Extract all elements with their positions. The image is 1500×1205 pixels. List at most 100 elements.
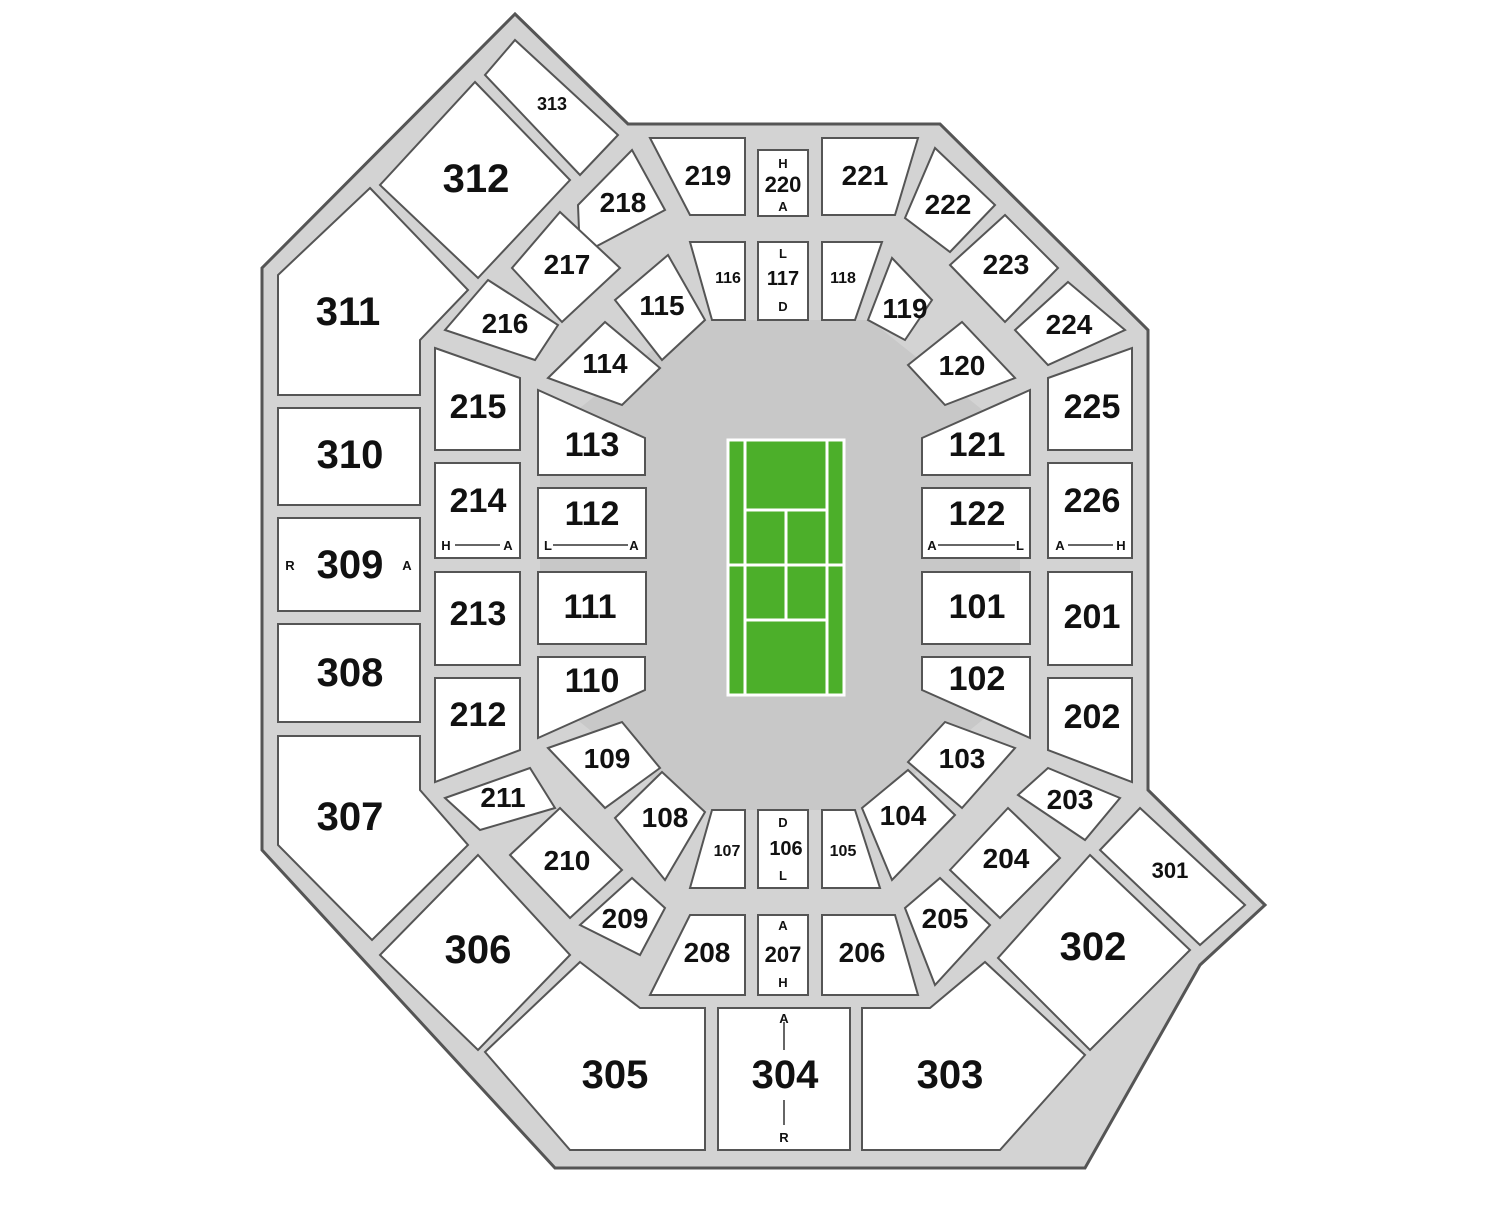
section-307[interactable] [277, 735, 470, 942]
section-225[interactable] [1047, 346, 1133, 451]
section-202[interactable] [1047, 677, 1133, 784]
label-309: 309 [317, 543, 384, 587]
marker-220-bottom: A [778, 199, 788, 214]
section-109[interactable] [546, 720, 662, 810]
section-212[interactable] [434, 677, 521, 784]
section-220[interactable] [757, 149, 809, 217]
section-116[interactable] [688, 241, 746, 321]
section-118[interactable] [821, 241, 884, 321]
marker-106-bottom: L [779, 868, 787, 883]
section-206[interactable] [821, 914, 920, 996]
label-122: 122 [949, 495, 1006, 533]
section-224[interactable] [1013, 280, 1127, 367]
section-214[interactable] [434, 462, 521, 559]
section-204[interactable] [948, 806, 1062, 920]
section-312[interactable] [378, 80, 572, 280]
label-108: 108 [642, 802, 689, 833]
marker-122-left: A [927, 538, 937, 553]
label-206: 206 [839, 937, 886, 968]
section-313[interactable] [483, 38, 620, 177]
section-113[interactable] [537, 388, 646, 476]
section-219[interactable] [648, 137, 746, 216]
section-122[interactable] [921, 487, 1031, 559]
section-115[interactable] [613, 253, 707, 362]
section-120[interactable] [906, 320, 1017, 407]
section-308[interactable] [277, 623, 421, 723]
section-101[interactable] [921, 571, 1031, 645]
row-markers: H A L D D L A H H A L A A L A H R A A R [285, 156, 1125, 1145]
section-111[interactable] [537, 571, 647, 645]
label-215: 215 [450, 388, 507, 426]
section-121[interactable] [921, 388, 1031, 476]
section-215[interactable] [434, 346, 521, 451]
marker-112-right: A [629, 538, 639, 553]
section-217[interactable] [510, 210, 622, 324]
label-115: 115 [639, 290, 684, 321]
section-311[interactable] [277, 186, 470, 396]
section-207[interactable] [757, 914, 809, 996]
section-213[interactable] [434, 571, 521, 666]
marker-207-top: A [778, 918, 788, 933]
label-307: 307 [317, 795, 384, 839]
section-301[interactable] [1098, 806, 1247, 947]
section-309[interactable] [277, 517, 421, 612]
section-103[interactable] [906, 720, 1017, 810]
section-108[interactable] [613, 770, 707, 882]
section-205[interactable] [903, 876, 992, 987]
section-104[interactable] [860, 768, 957, 882]
label-104: 104 [880, 800, 927, 831]
section-210[interactable] [508, 806, 624, 920]
section-105[interactable] [821, 809, 882, 889]
label-201: 201 [1064, 598, 1121, 636]
marker-214-left: H [441, 538, 450, 553]
marker-117-top: L [779, 246, 787, 261]
label-210: 210 [544, 845, 591, 876]
section-222[interactable] [903, 146, 997, 254]
marker-309-left: R [285, 558, 295, 573]
section-305[interactable] [483, 960, 706, 1151]
section-106[interactable] [757, 809, 809, 889]
section-203[interactable] [1016, 766, 1122, 842]
label-222: 222 [925, 189, 972, 220]
marker-304-bottom: R [779, 1130, 789, 1145]
section-209[interactable] [578, 876, 667, 957]
section-221[interactable] [821, 137, 920, 216]
section-310[interactable] [277, 407, 421, 506]
label-304: 304 [752, 1053, 819, 1097]
section-112[interactable] [537, 487, 647, 559]
label-305: 305 [582, 1053, 649, 1097]
section-303[interactable] [861, 960, 1087, 1151]
tennis-court [726, 438, 846, 697]
label-109: 109 [584, 743, 631, 774]
section-216[interactable] [443, 278, 560, 362]
label-221: 221 [842, 160, 889, 191]
section-114[interactable] [546, 320, 662, 407]
label-113: 113 [565, 426, 620, 464]
label-107: 107 [714, 843, 741, 860]
label-118: 118 [830, 270, 856, 287]
label-116: 116 [715, 270, 741, 287]
label-310: 310 [317, 433, 384, 477]
label-102: 102 [949, 660, 1006, 698]
section-208[interactable] [648, 914, 746, 996]
label-216: 216 [482, 308, 529, 339]
label-224: 224 [1046, 309, 1093, 340]
section-211[interactable] [443, 766, 557, 832]
label-211: 211 [480, 782, 525, 813]
section-223[interactable] [948, 213, 1060, 324]
section-110[interactable] [537, 656, 646, 740]
label-114: 114 [582, 348, 628, 379]
section-201[interactable] [1047, 571, 1133, 666]
section-labels: 313 312 311 310 309 308 307 306 305 304 … [316, 94, 1189, 1097]
section-117[interactable] [757, 241, 809, 321]
marker-214-right: A [503, 538, 513, 553]
section-102[interactable] [921, 656, 1031, 740]
section-226[interactable] [1047, 462, 1133, 559]
section-306[interactable] [378, 853, 572, 1052]
label-205: 205 [922, 903, 969, 934]
section-107[interactable] [688, 809, 746, 889]
section-119[interactable] [866, 256, 934, 342]
section-302[interactable] [996, 853, 1192, 1052]
